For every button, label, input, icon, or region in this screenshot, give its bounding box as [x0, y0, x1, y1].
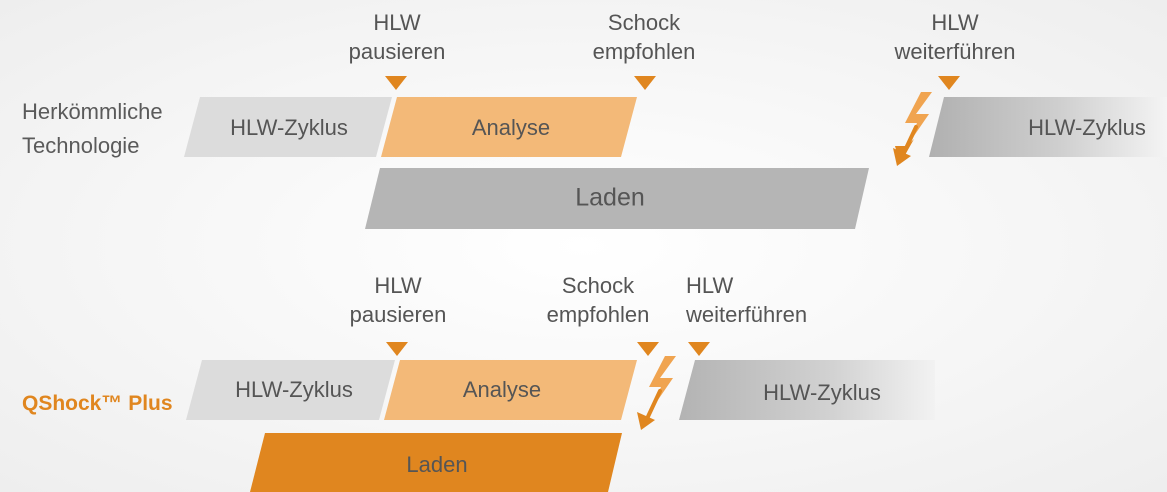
- row1-segment-analyse: [381, 97, 637, 157]
- row1-lightning-bolt-icon: [893, 92, 932, 166]
- row2-marker-2-arrow: [637, 342, 659, 356]
- row1-marker-1-arrow: [385, 76, 407, 90]
- row1-marker-2-arrow: [634, 76, 656, 90]
- row2-label-line-1: QShock™ Plus: [22, 392, 173, 415]
- row2-segment-laden: [250, 433, 622, 492]
- row2-segment-hlw-zyklus-2-label: HLW-Zyklus: [763, 380, 881, 405]
- row1-label: Herkömmliche Technologie: [22, 95, 163, 163]
- row2-segment-hlw-zyklus-1: [186, 360, 395, 420]
- row2-segment-analyse: [384, 360, 637, 420]
- row2-marker-2: Schock empfohlen: [536, 271, 660, 329]
- row1-segment-analyse-label: Analyse: [471, 115, 551, 140]
- row1-marker-1-line-1: HLW: [373, 10, 421, 35]
- row2-segment-laden-label: Laden: [406, 452, 468, 477]
- row2-marker-1-line-1: HLW: [374, 273, 422, 298]
- row2-segment-analyse-label: Analyse: [462, 377, 542, 402]
- row2-segment-hlw-zyklus-1-label: HLW-Zyklus: [235, 377, 353, 402]
- row2-marker-2-line-1: Schock: [561, 273, 635, 298]
- row1-marker-3-line-1: HLW: [931, 10, 979, 35]
- row1-label-line-1: Herkömmliche: [22, 99, 163, 124]
- row2-label: QShock™ Plus: [22, 387, 173, 421]
- row1-marker-2-line-2: empfohlen: [592, 39, 696, 64]
- row1-marker-1: HLW pausieren: [339, 8, 455, 66]
- row1-label-line-2: Technologie: [22, 133, 140, 158]
- row2-marker-1-line-2: pausieren: [349, 302, 447, 327]
- row2-marker-3: HLW weiterführen: [686, 271, 826, 329]
- row2-lightning-bolt-icon: [637, 356, 676, 430]
- row2-marker-3-line-2: weiterführen: [686, 302, 808, 327]
- row2-marker-3-arrow: [688, 342, 710, 356]
- row2-marker-1: HLW pausieren: [340, 271, 456, 329]
- row1-marker-3-line-2: weiterführen: [894, 39, 1016, 64]
- row1-segment-hlw-zyklus-1: [184, 97, 392, 157]
- row2-segment-hlw-zyklus-2: [679, 360, 935, 420]
- row1-marker-2: Schock empfohlen: [582, 8, 706, 66]
- row1-marker-3-arrow: [938, 76, 960, 90]
- row2-marker-3-line-1: HLW: [686, 273, 734, 298]
- row1-marker-3: HLW weiterführen: [880, 8, 1030, 66]
- row2-marker-2-line-2: empfohlen: [546, 302, 650, 327]
- row1-marker-1-line-2: pausieren: [348, 39, 446, 64]
- row1-segment-laden-label: Laden: [575, 183, 645, 212]
- row1-segment-hlw-zyklus-1-label: HLW-Zyklus: [230, 115, 348, 140]
- row1-marker-2-line-1: Schock: [607, 10, 681, 35]
- row1-segment-laden: [365, 168, 869, 229]
- row1-segment-hlw-zyklus-2: [929, 97, 1167, 157]
- row1-segment-hlw-zyklus-2-label: HLW-Zyklus: [1028, 115, 1146, 140]
- row2-marker-1-arrow: [386, 342, 408, 356]
